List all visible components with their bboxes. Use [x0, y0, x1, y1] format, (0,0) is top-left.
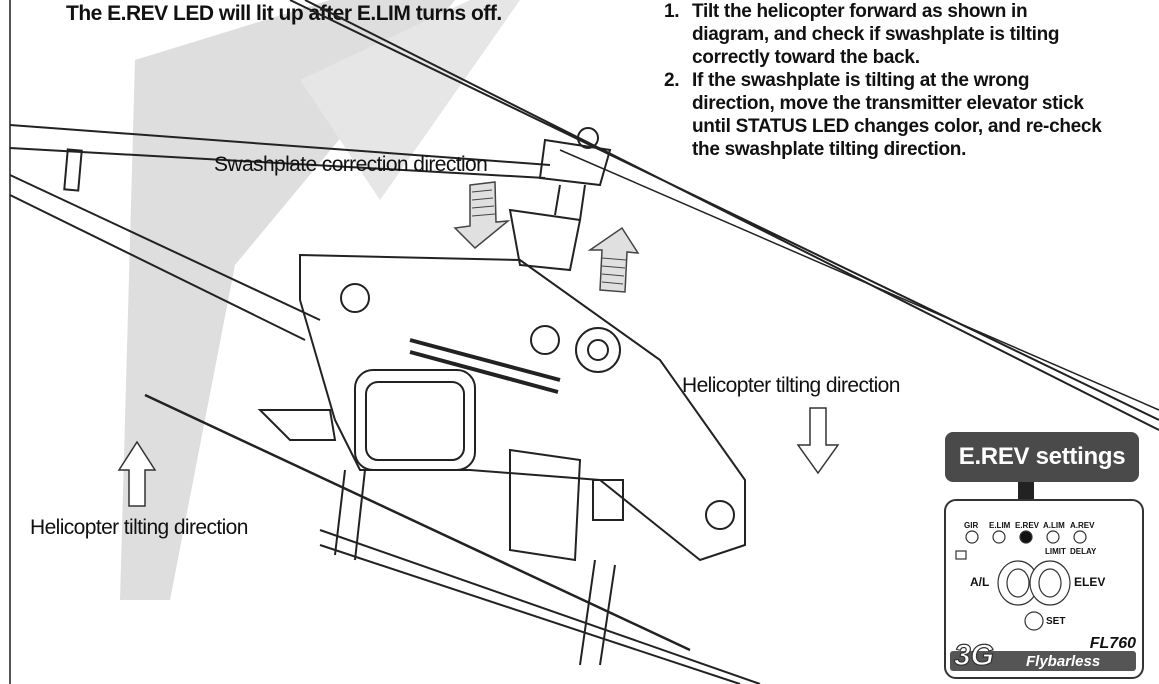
led-label-gir: GIR	[964, 521, 979, 530]
rotor-blade-left	[9, 124, 551, 179]
landing-skid-front	[144, 393, 691, 652]
swashplate-correction-label: Swashplate correction direction	[214, 153, 488, 176]
led-label-alim: A.LIM	[1043, 521, 1065, 530]
main-frame	[299, 253, 746, 562]
sub-label-limit: LIMIT	[1045, 547, 1066, 556]
led-alim	[1046, 530, 1060, 544]
brand-flybarless: Flybarless	[1026, 653, 1101, 670]
step-2: 2. If the swashplate is tilting at the w…	[664, 69, 1104, 161]
step-1-text: Tilt the helicopter forward as shown in …	[692, 1, 1060, 68]
led-elim	[992, 530, 1006, 544]
model-name: FL760	[1089, 635, 1136, 652]
step-1-number: 1.	[664, 1, 680, 22]
hollow-arrow-up-icon	[117, 440, 157, 507]
step-1: 1. Tilt the helicopter forward as shown …	[664, 0, 1104, 69]
erev-note: The E.REV LED will lit up after E.LIM tu…	[66, 2, 502, 25]
tail-fin	[257, 409, 337, 441]
led-label-elim: E.LIM	[989, 521, 1011, 530]
panel-graphics	[955, 530, 1087, 631]
rotor-head	[508, 208, 582, 272]
led-gir	[965, 530, 979, 544]
step-2-number: 2.	[664, 70, 680, 91]
led-label-erev: E.REV	[1015, 521, 1040, 530]
knob-label-ail: A/L	[970, 575, 990, 589]
frame-edge	[9, 0, 11, 684]
heli-tilt-label-right: Helicopter tilting direction	[682, 374, 900, 397]
brand-3g: 3G	[953, 638, 995, 672]
knob-label-elev: ELEV	[1074, 575, 1106, 589]
landing-skid-rear	[319, 529, 761, 684]
led-arev	[1073, 530, 1087, 544]
flybarless-panel: GIR E.LIM E.REV A.LIM A.REV LIMIT DELAY …	[944, 499, 1144, 679]
arrow-up-icon	[587, 226, 640, 293]
rotor-blade-right	[289, 0, 1159, 431]
tail-boom	[9, 174, 321, 341]
sub-label-delay: DELAY	[1070, 547, 1097, 556]
led-erev	[1019, 530, 1033, 544]
hollow-arrow-down-icon	[796, 407, 840, 475]
set-label: SET	[1046, 616, 1066, 627]
step-2-text: If the swashplate is tilting at the wron…	[692, 70, 1102, 160]
set-button	[1024, 611, 1044, 631]
erev-settings-callout: E.REV settings	[945, 432, 1139, 482]
heli-tilt-label-left: Helicopter tilting direction	[30, 516, 248, 539]
arrow-down-icon	[453, 181, 511, 250]
led-label-arev: A.REV	[1070, 521, 1095, 530]
brand-bar	[950, 651, 1136, 671]
instruction-steps: 1. Tilt the helicopter forward as shown …	[664, 0, 1104, 161]
